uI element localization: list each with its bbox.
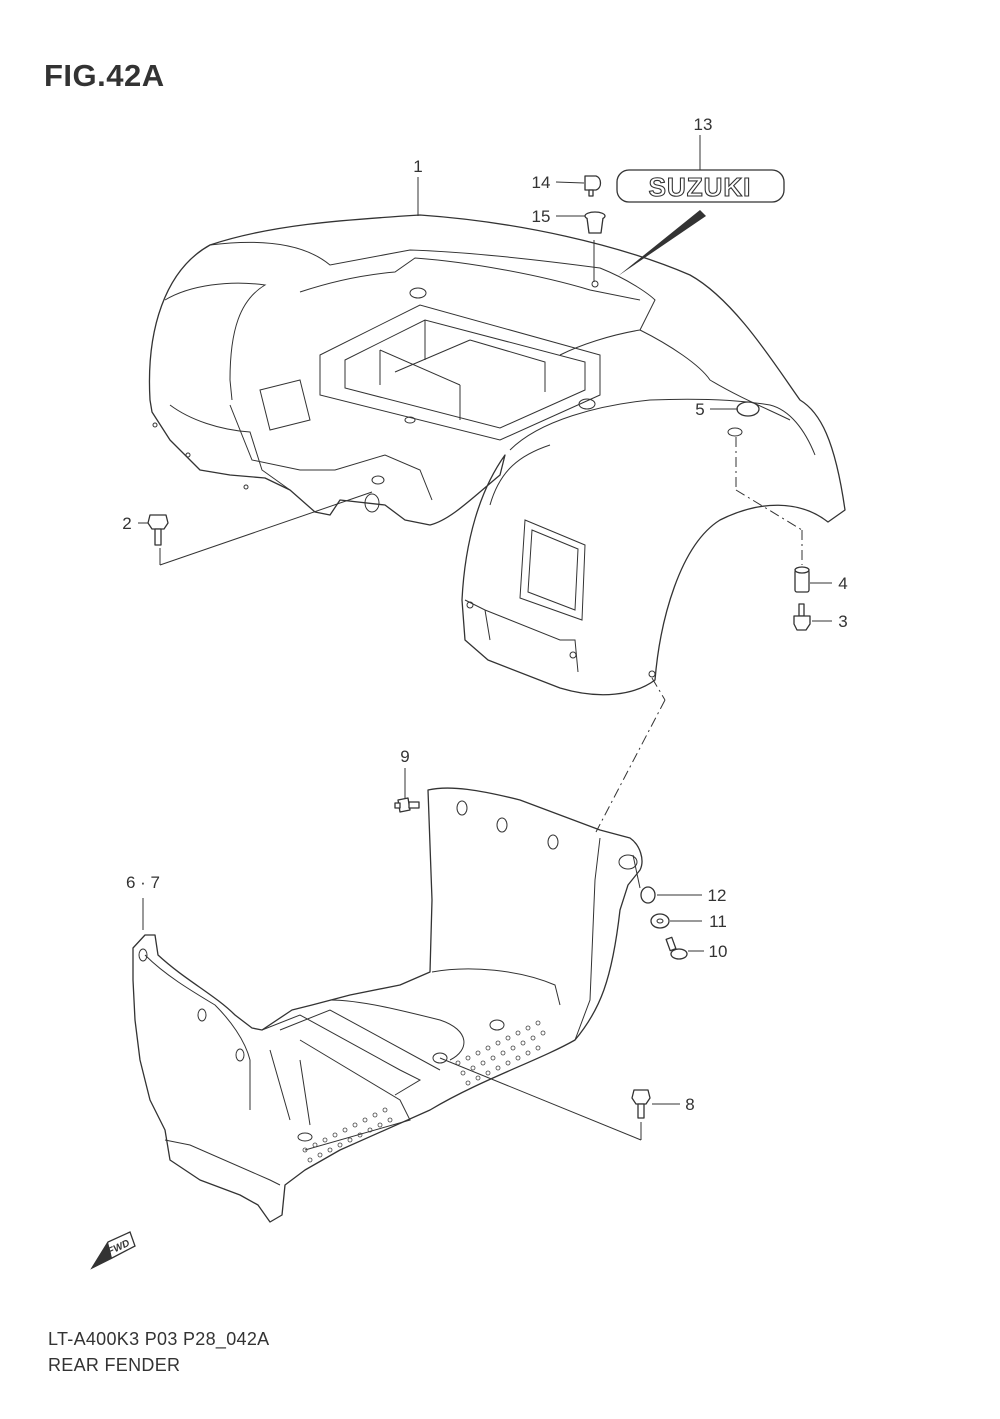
step-perforations-left [302, 1107, 393, 1163]
leader-lines [138, 135, 832, 1141]
callout-labels: 1 2 3 4 5 6 · 7 8 9 10 11 12 13 14 15 [122, 115, 847, 1114]
emblem-pointer [618, 210, 706, 276]
part-15-collar-nut [584, 211, 606, 234]
callout-8: 8 [685, 1095, 694, 1114]
rear-fender-illustration [148, 214, 846, 696]
fwd-direction-arrow: FWD [90, 1231, 136, 1270]
callout-6-7: 6 · 7 [126, 873, 160, 892]
part-12-nut [640, 886, 656, 904]
part-14-screw [584, 175, 602, 197]
part-4-collar [794, 566, 810, 593]
figure-title: FIG.42A [44, 58, 165, 93]
part-2-bolt [147, 514, 169, 546]
callout-14: 14 [532, 173, 551, 192]
callout-13: 13 [694, 115, 713, 134]
callout-4: 4 [838, 574, 847, 593]
callout-15: 15 [532, 207, 551, 226]
emblem-text: SUZUKI [649, 172, 752, 202]
diagram-name: REAR FENDER [48, 1355, 181, 1375]
part-3-bolt [793, 603, 811, 631]
footrest-illustration [132, 787, 643, 1223]
part-10-screw [665, 936, 688, 960]
part-9-clip [394, 797, 420, 813]
callout-1: 1 [413, 157, 422, 176]
step-perforations-right [455, 1020, 546, 1086]
part-5-grommet [736, 401, 760, 417]
diagram-code: LT-A400K3 P03 P28_042A [48, 1329, 270, 1349]
callout-9: 9 [400, 747, 409, 766]
part-8-bolt [631, 1089, 651, 1119]
part-13-emblem: SUZUKI [616, 169, 785, 203]
callout-3: 3 [838, 612, 847, 631]
callout-12: 12 [708, 886, 727, 905]
callout-2: 2 [122, 514, 131, 533]
callout-10: 10 [709, 942, 728, 961]
callout-11: 11 [709, 912, 727, 931]
part-11-washer [650, 913, 670, 929]
callout-5: 5 [695, 400, 704, 419]
